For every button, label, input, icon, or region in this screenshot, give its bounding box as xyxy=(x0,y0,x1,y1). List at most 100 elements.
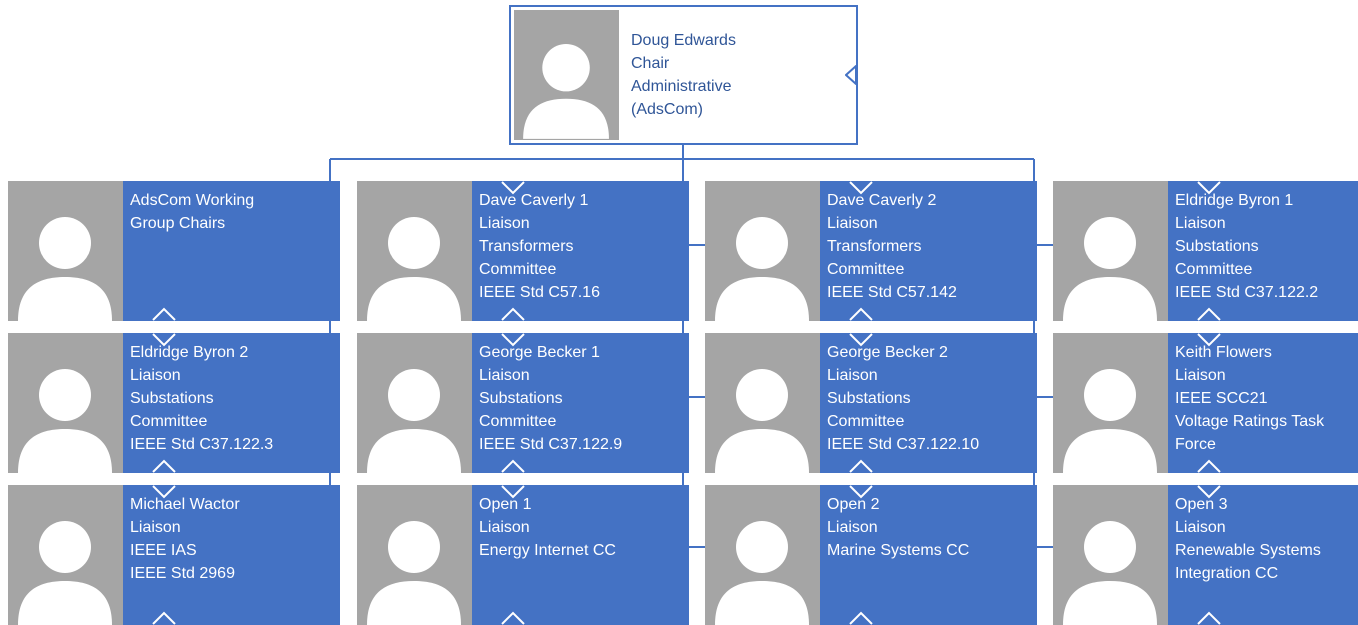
avatar-placeholder-icon xyxy=(705,485,820,625)
expand-chevron-icon[interactable] xyxy=(1196,297,1222,321)
card-line: Open 2 xyxy=(827,496,880,513)
expand-chevron-icon[interactable] xyxy=(500,449,526,473)
root-card-doug-edwards[interactable]: Doug Edwards Chair Administrative (AdsCo… xyxy=(509,5,858,145)
card-line: Transformers xyxy=(479,238,574,255)
avatar-placeholder-icon xyxy=(357,333,472,473)
card-line: Liaison xyxy=(1175,215,1226,232)
card-line: AdsCom Working xyxy=(130,192,255,209)
root-title: Chair xyxy=(631,55,670,72)
top-chevron-icon xyxy=(849,181,873,195)
avatar-placeholder-icon xyxy=(357,181,472,321)
card-line: IEEE IAS xyxy=(130,542,197,559)
card-line: Substations xyxy=(1175,238,1259,255)
card-line: IEEE Std C37.122.2 xyxy=(1175,284,1319,301)
expand-chevron-icon[interactable] xyxy=(1196,601,1222,625)
avatar-placeholder-icon xyxy=(1053,485,1168,625)
root-card-text: Doug Edwards Chair Administrative (AdsCo… xyxy=(631,29,736,121)
card-line: Keith Flowers xyxy=(1175,344,1272,361)
avatar-placeholder-icon xyxy=(705,333,820,473)
card-line: Dave Caverly 1 xyxy=(479,192,589,209)
expand-chevron-icon[interactable] xyxy=(151,297,177,321)
card-line: IEEE Std C57.142 xyxy=(827,284,957,301)
top-chevron-icon xyxy=(501,333,525,347)
card-line: George Becker 1 xyxy=(479,344,600,361)
card-line: IEEE SCC21 xyxy=(1175,390,1268,407)
card-line: IEEE Std C37.122.10 xyxy=(827,436,980,453)
card-line: Substations xyxy=(479,390,563,407)
card-line: Force xyxy=(1175,436,1216,453)
card-line: Committee xyxy=(130,413,208,430)
expand-chevron-icon[interactable] xyxy=(848,297,874,321)
card-line: Eldridge Byron 1 xyxy=(1175,192,1294,209)
expand-chevron-icon[interactable] xyxy=(500,601,526,625)
top-chevron-icon xyxy=(501,485,525,499)
card-line: Liaison xyxy=(479,519,530,536)
card-line: IEEE Std C37.122.3 xyxy=(130,436,274,453)
card-line: Liaison xyxy=(479,367,530,384)
card-line: Committee xyxy=(827,413,905,430)
avatar-placeholder-icon xyxy=(1053,181,1168,321)
card-line: Eldridge Byron 2 xyxy=(130,344,249,361)
collapse-arrow-icon[interactable] xyxy=(845,65,857,85)
card-line: IEEE Std C57.16 xyxy=(479,284,600,301)
expand-chevron-icon[interactable] xyxy=(151,449,177,473)
root-name: Doug Edwards xyxy=(631,32,736,49)
card-line: Liaison xyxy=(130,367,181,384)
card-line: IEEE Std C37.122.9 xyxy=(479,436,623,453)
expand-chevron-icon[interactable] xyxy=(1196,449,1222,473)
card-line: Michael Wactor xyxy=(130,496,240,513)
top-chevron-icon xyxy=(152,485,176,499)
card-line: Dave Caverly 2 xyxy=(827,192,937,209)
avatar-placeholder-icon xyxy=(514,10,619,140)
card-line: Substations xyxy=(827,390,911,407)
card-line: Renewable Systems xyxy=(1175,542,1321,559)
card-line: Liaison xyxy=(1175,519,1226,536)
card-line: Energy Internet CC xyxy=(479,542,616,559)
avatar-placeholder-icon xyxy=(8,485,123,625)
card-line: Liaison xyxy=(479,215,530,232)
card-line: Committee xyxy=(479,413,557,430)
card-line: Voltage Ratings Task xyxy=(1175,413,1325,430)
card-line: Open 3 xyxy=(1175,496,1228,513)
expand-chevron-icon[interactable] xyxy=(848,449,874,473)
card-line: Group Chairs xyxy=(130,215,226,232)
card-line: IEEE Std 2969 xyxy=(130,565,235,582)
avatar-placeholder-icon xyxy=(8,181,123,321)
avatar-placeholder-icon xyxy=(1053,333,1168,473)
root-dept: Administrative xyxy=(631,78,732,95)
card-line: Liaison xyxy=(827,215,878,232)
card-line: Marine Systems CC xyxy=(827,542,970,559)
expand-chevron-icon[interactable] xyxy=(848,601,874,625)
avatar-placeholder-icon xyxy=(705,181,820,321)
expand-chevron-icon[interactable] xyxy=(151,601,177,625)
top-chevron-icon xyxy=(501,181,525,195)
top-chevron-icon xyxy=(1197,485,1221,499)
expand-chevron-icon[interactable] xyxy=(500,297,526,321)
card-line: Open 1 xyxy=(479,496,532,513)
card-line: Liaison xyxy=(827,519,878,536)
root-group: (AdsCom) xyxy=(631,101,704,118)
top-chevron-icon xyxy=(849,333,873,347)
card-line: George Becker 2 xyxy=(827,344,948,361)
